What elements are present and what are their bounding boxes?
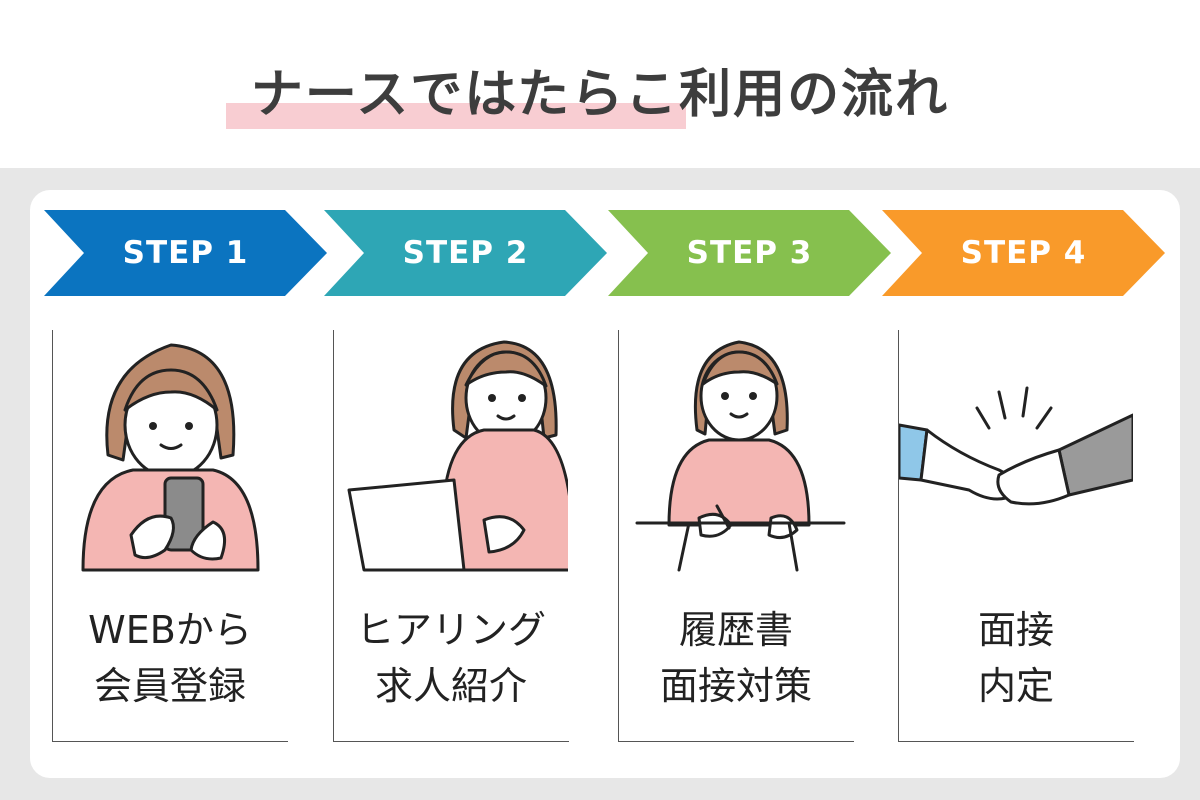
step-2-card: ヒアリング 求人紹介 <box>333 330 569 742</box>
woman-with-smartphone-icon <box>81 343 260 572</box>
step-1-arrow: STEP 1 <box>44 210 327 296</box>
step-4-card: 面接 内定 <box>898 330 1134 742</box>
page-title: ナースではたらこ利用の流れ <box>250 65 950 125</box>
step-2-chevron <box>324 210 607 296</box>
step-1-card: WEBから 会員登録 <box>52 330 288 742</box>
woman-at-laptop-icon <box>347 340 568 572</box>
step-2-arrow: STEP 2 <box>324 210 607 296</box>
step-4-text: 面接 内定 <box>899 602 1133 714</box>
title-highlight <box>226 103 686 129</box>
step-2-label: STEP 2 <box>402 235 529 271</box>
step-3-text-line1: 履歴書 <box>678 608 793 652</box>
step-2-text-line2: 求人紹介 <box>374 664 527 708</box>
step-1-text: WEBから 会員登録 <box>53 602 287 714</box>
step-1-text-line1: WEBから <box>88 608 252 652</box>
step-4-label: STEP 4 <box>960 235 1087 271</box>
step-4-text-line1: 面接 <box>977 608 1054 652</box>
title-area: ナースではたらこ利用の流れ <box>0 0 1200 170</box>
step-4-text-line2: 内定 <box>977 664 1054 708</box>
step-1-text-line2: 会員登録 <box>93 664 246 708</box>
step-2-text-line1: ヒアリング <box>355 608 546 652</box>
step-3-chevron <box>608 210 891 296</box>
step-3-text: 履歴書 面接対策 <box>619 602 853 714</box>
step-4-chevron <box>882 210 1165 296</box>
step-1-chevron <box>44 210 327 296</box>
step-1-label: STEP 1 <box>122 235 249 271</box>
step-3-text-line2: 面接対策 <box>659 664 812 708</box>
step-3-label: STEP 3 <box>686 235 813 271</box>
step-3-card: 履歴書 面接対策 <box>618 330 854 742</box>
step-2-text: ヒアリング 求人紹介 <box>334 602 568 714</box>
step-3-arrow: STEP 3 <box>608 210 891 296</box>
step-4-arrow: STEP 4 <box>882 210 1165 296</box>
woman-writing-at-desk-icon <box>635 340 846 572</box>
handshake-icon <box>899 386 1133 506</box>
